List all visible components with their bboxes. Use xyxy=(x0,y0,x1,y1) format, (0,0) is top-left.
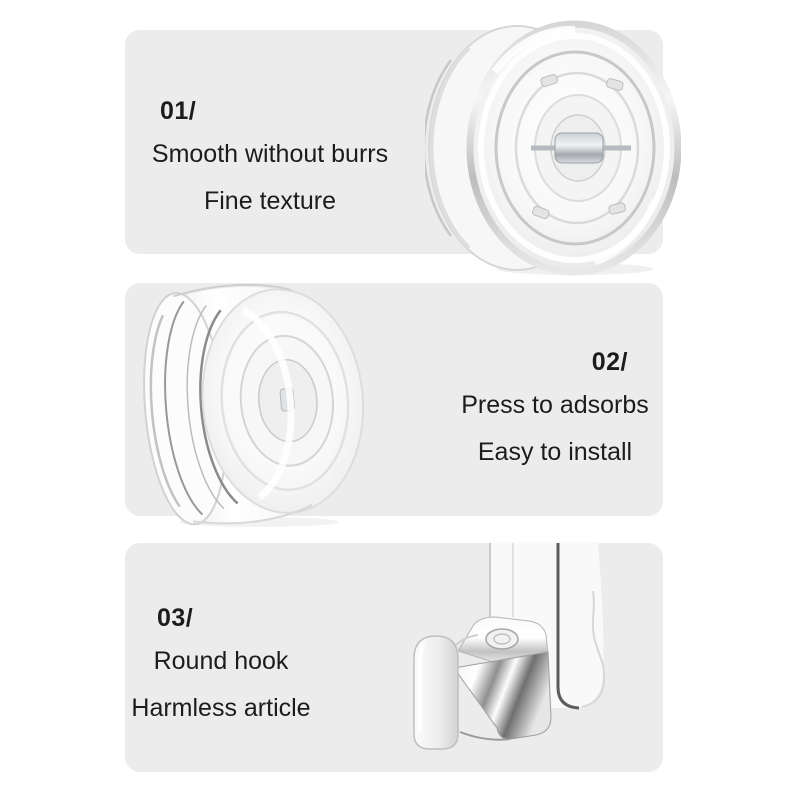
panel-2-number: 02/ xyxy=(591,348,628,376)
panel-1-text: 01/ Smooth without burrs Fine texture xyxy=(150,96,390,216)
panel-1-feature-1: Smooth without burrs xyxy=(151,140,389,168)
panel-2-feature-1: Press to adsorbs xyxy=(461,391,649,419)
panel-3-feature-1: Round hook xyxy=(153,647,289,675)
panel-3-number: 03/ xyxy=(157,604,194,632)
panel-2-text: 02/ Press to adsorbs Easy to install xyxy=(455,347,655,467)
panel-3-text: 03/ Round hook Harmless article xyxy=(111,603,331,723)
panel-1-number: 01/ xyxy=(160,97,197,125)
panel-3-feature-2: Harmless article xyxy=(131,694,311,722)
panel-2-feature-2: Easy to install xyxy=(477,438,633,466)
panel-1-feature-2: Fine texture xyxy=(203,187,336,215)
